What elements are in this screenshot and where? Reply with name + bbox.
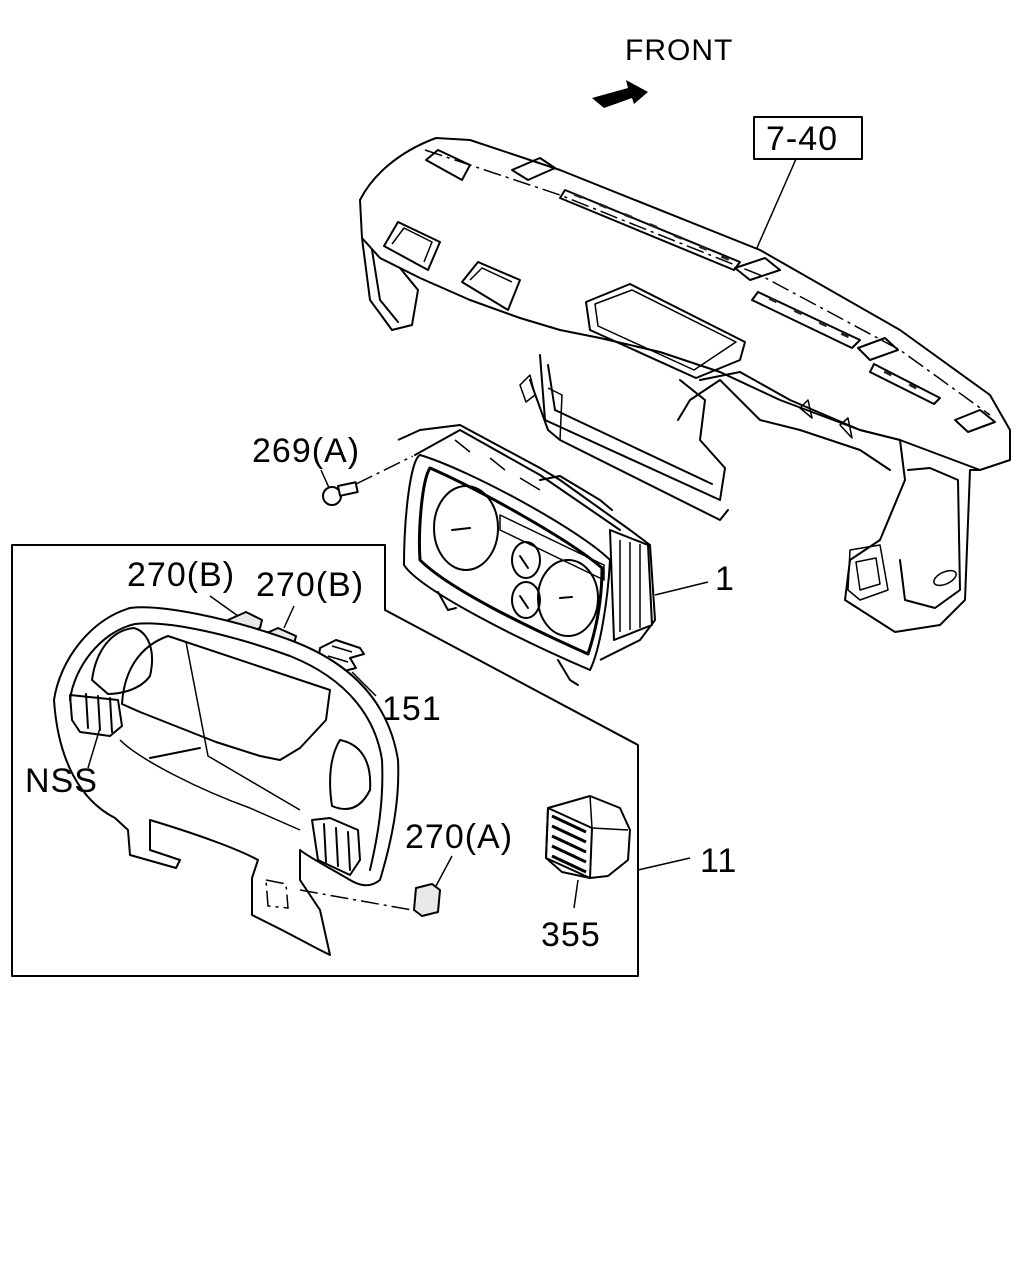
front-label: FRONT xyxy=(625,34,733,67)
front-arrow-icon xyxy=(592,80,648,108)
vent-callout: 355 xyxy=(541,916,601,954)
nss-callout: NSS xyxy=(25,762,98,800)
dashboard-panel xyxy=(359,137,1011,633)
tachometer-gauge xyxy=(537,559,599,637)
speedometer-gauge xyxy=(433,485,499,571)
screw-callout: 269(A) xyxy=(252,432,360,470)
screw-269a: 269(A) xyxy=(252,432,416,506)
left-vent-slots xyxy=(85,693,113,733)
bezel-assembly-frame: 11 xyxy=(11,544,737,977)
clip-151: 151 xyxy=(317,639,442,728)
pad-270a: 270(A) xyxy=(405,818,513,917)
front-indicator: FRONT xyxy=(592,34,733,108)
pad-b-left-callout: 270(B) xyxy=(127,556,235,594)
right-vent-slots xyxy=(323,823,351,871)
bezel-assembly-callout: 11 xyxy=(700,842,737,880)
reference-box: 7-40 xyxy=(753,116,863,251)
meter-hood-bezel: NSS xyxy=(25,606,413,956)
pad-a-callout: 270(A) xyxy=(405,818,513,856)
screw-icon xyxy=(322,481,359,506)
pad-b-right-callout: 270(B) xyxy=(256,566,364,604)
reference-frame xyxy=(753,116,863,160)
clip-callout: 151 xyxy=(382,690,442,728)
cluster-callout: 1 xyxy=(715,560,735,598)
instrument-cluster: 1 xyxy=(397,424,735,686)
temp-gauge xyxy=(511,581,541,619)
reference-label: 7-40 xyxy=(766,120,838,158)
glovebox-lid xyxy=(585,283,746,379)
vent-louvers xyxy=(551,814,587,874)
reference-leader xyxy=(755,158,797,251)
defroster-grille xyxy=(511,157,996,433)
side-vent-355: 355 xyxy=(541,795,631,954)
